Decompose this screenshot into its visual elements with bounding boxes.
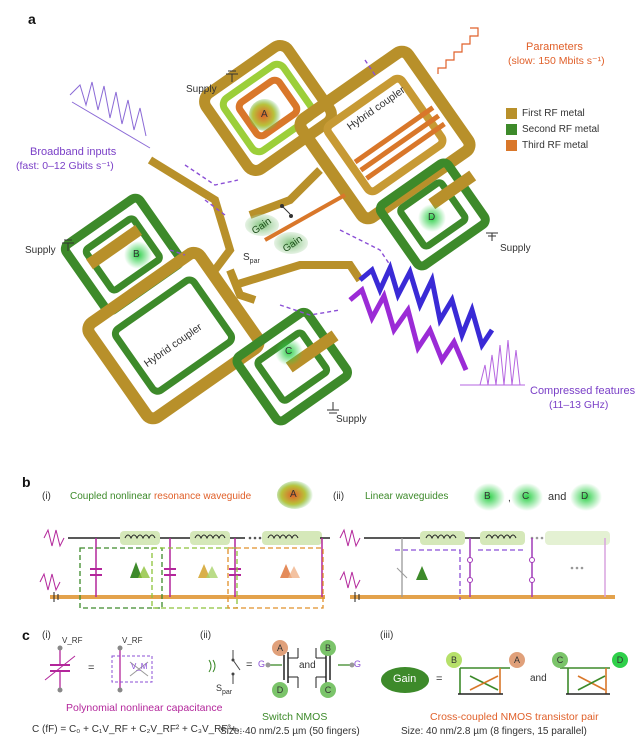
b-i-circuit <box>39 528 330 609</box>
node-b-label: B <box>133 249 140 260</box>
c-ii-node-d: D <box>272 682 288 698</box>
compressed-label: Compressed features <box>530 385 636 397</box>
resonator-a <box>199 40 337 176</box>
supply-label-b: Supply <box>25 245 56 256</box>
compressed-features-waveform <box>348 260 525 386</box>
resonator-d <box>375 158 490 271</box>
panel-a-layout <box>60 27 525 426</box>
b-i-marker: (i) <box>42 491 51 502</box>
legend-second-metal: Second RF metal <box>522 124 600 135</box>
c-ii-g-2: G <box>354 659 362 669</box>
b-node-c-label: C <box>522 491 530 502</box>
c-ii-and: and <box>299 660 316 671</box>
c-iii-gain-blob <box>381 667 429 693</box>
c-switch-title: Switch NMOS <box>262 711 328 723</box>
legend-swatch-third <box>506 140 517 151</box>
c-ii-g-1: G <box>258 659 266 669</box>
c-iii-node-b: B <box>446 652 462 668</box>
c-iii-node-c: C <box>552 652 568 668</box>
c-vrf-label-2: V_RF <box>122 636 143 645</box>
node-d-label: D <box>428 212 436 223</box>
supply-ground-symbols <box>62 70 498 414</box>
c-vm-label: V_M <box>131 662 148 671</box>
compressed-sub-label: (11–13 GHz) <box>549 399 609 411</box>
c-i-capacitor <box>44 645 153 693</box>
node-b-glow <box>124 241 152 269</box>
b-comma: , <box>508 493 511 504</box>
supply-label-a: Supply <box>186 84 217 95</box>
c-switch-size: Size: 40 nm/2.5 µm (50 fingers) <box>220 726 360 737</box>
c-vrf-label-1: V_RF <box>62 636 83 645</box>
c-iii-equals: = <box>436 673 443 685</box>
gain-blob-2 <box>274 232 308 254</box>
legend-swatch-second <box>506 124 517 135</box>
b-ii-circuit <box>339 528 615 602</box>
c-ii-marker: (ii) <box>200 630 212 641</box>
c-iii-cross-coupled-pairs <box>458 667 610 695</box>
hybrid-coupler-top <box>294 45 476 225</box>
parameters-waveform <box>437 27 479 74</box>
c-iii-and: and <box>530 673 547 684</box>
c-gain-text: Gain <box>393 673 417 685</box>
node-a-glow <box>249 99 281 131</box>
signal-flow-arrows <box>169 59 391 316</box>
panel-b-label: b <box>22 474 31 490</box>
c-cap-title: Polynomial nonlinear capacitance <box>66 702 223 714</box>
b-node-a-blob <box>277 481 313 509</box>
gain-blob-1 <box>245 214 279 236</box>
legend-swatch-first <box>506 108 517 119</box>
c-iii-node-d: D <box>612 652 628 668</box>
node-c-glow <box>275 338 303 366</box>
legend-first-metal: First RF metal <box>522 108 585 119</box>
hybrid-coupler-bottom <box>82 246 265 425</box>
node-d-glow <box>418 204 446 232</box>
b-node-b-label: B <box>484 491 491 502</box>
c-ii-switch-nmos <box>208 648 355 688</box>
switch-symbol-a <box>280 204 293 218</box>
node-c-label: C <box>285 346 293 357</box>
c-i-equals: = <box>88 662 95 674</box>
c-pair-title: Cross-coupled NMOS transistor pair <box>430 711 599 723</box>
c-ii-node-a: A <box>272 640 288 656</box>
c-i-marker: (i) <box>42 630 51 641</box>
c-spar-label: Spar <box>216 683 233 696</box>
third-metal-trace <box>264 193 346 242</box>
legend-third-metal: Third RF metal <box>522 140 589 151</box>
central-traces <box>147 156 364 304</box>
node-a-label: A <box>261 109 268 120</box>
c-cap-equation: C (fF) = C₀ + C₁V_RF + C₂V_RF² + C₃V_RF³… <box>32 724 246 735</box>
c-ii-node-b: B <box>320 640 336 656</box>
b-node-c-blob <box>511 483 543 511</box>
b-node-d-label: D <box>581 491 589 502</box>
parameters-sub-label: (slow: 150 Mbits s⁻¹) <box>508 55 605 67</box>
c-pair-size: Size: 40 nm/2.8 µm (8 fingers, 15 parall… <box>401 726 587 737</box>
spar-label: Spar <box>243 252 260 265</box>
b-ii-marker: (ii) <box>333 491 345 502</box>
b-node-b-blob <box>473 483 505 511</box>
b-ii-title: Linear waveguides <box>365 491 449 502</box>
panel-a-label: a <box>28 11 36 27</box>
parameters-label: Parameters <box>526 41 583 53</box>
c-ii-node-c: C <box>320 682 336 698</box>
broadband-input-waveform <box>69 81 151 149</box>
c-iii-node-a: A <box>509 652 525 668</box>
panel-b-circuits <box>39 481 615 609</box>
b-i-title: Coupled nonlinear resonance waveguide <box>70 491 252 502</box>
b-and: and <box>548 491 567 503</box>
b-node-d-blob <box>570 483 602 511</box>
broadband-label: Broadband inputs <box>30 146 117 158</box>
broadband-sub-label: (fast: 0–12 Gbits s⁻¹) <box>16 160 114 172</box>
supply-label-c: Supply <box>336 414 367 425</box>
c-ii-equals: = <box>246 659 253 671</box>
b-node-a-label: A <box>290 489 297 500</box>
panel-c-symbols <box>44 645 610 695</box>
supply-label-d: Supply <box>500 243 531 254</box>
panel-c-label: c <box>22 627 30 643</box>
c-iii-marker: (iii) <box>380 630 394 641</box>
